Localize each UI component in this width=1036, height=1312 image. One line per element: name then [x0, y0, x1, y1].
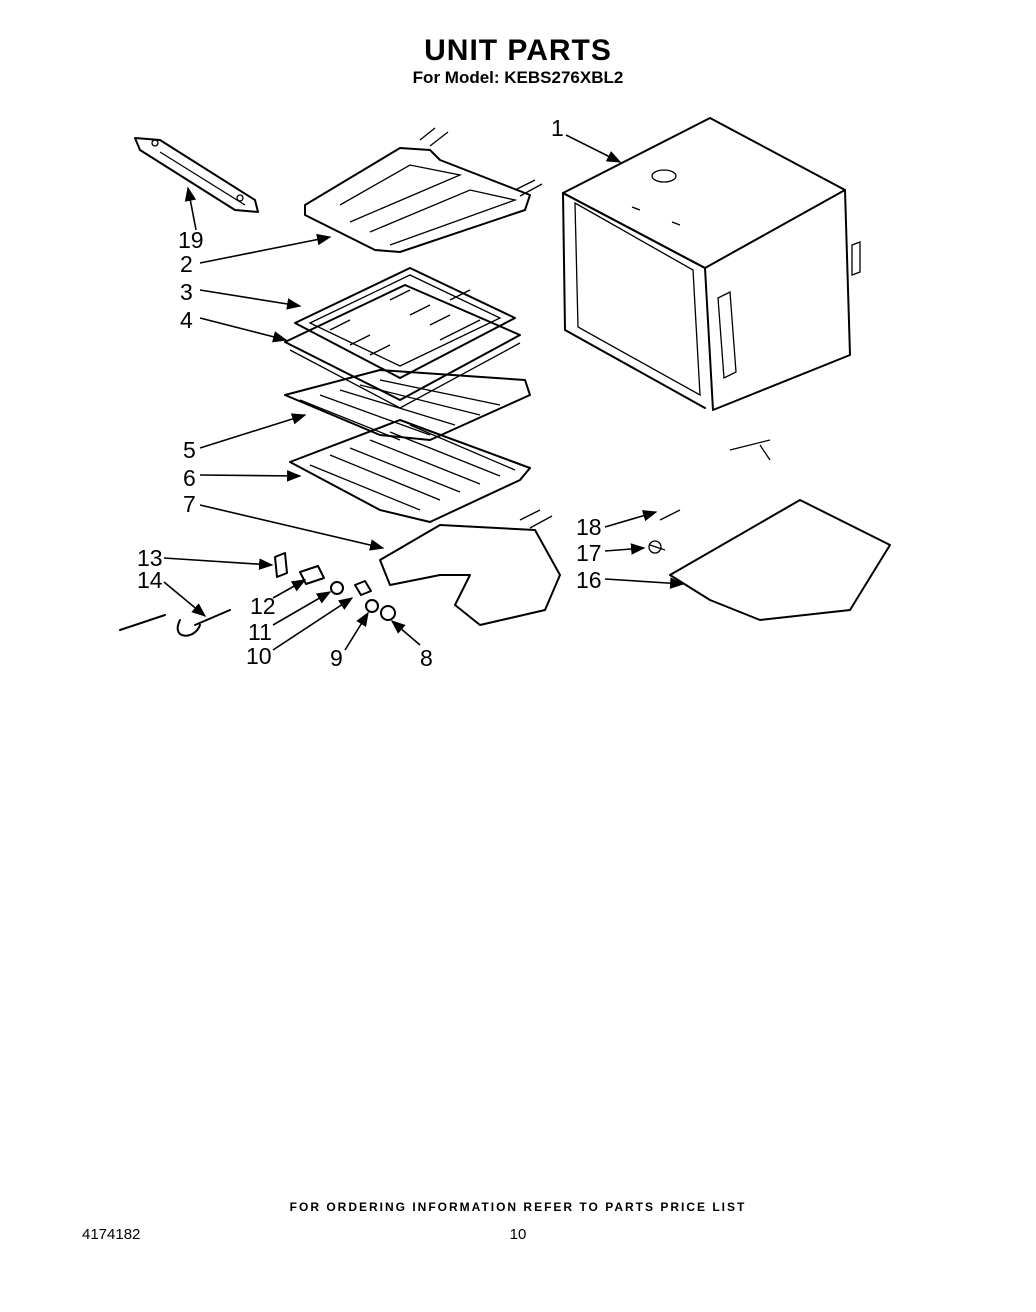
- part-hidden-element: [648, 439, 891, 621]
- callout-10: 10: [246, 643, 272, 669]
- part-hardware: [330, 580, 396, 621]
- callout-1: 1: [551, 115, 564, 141]
- document-number: 4174182: [82, 1226, 141, 1243]
- part-bake-element: [379, 509, 561, 626]
- part-broil-element: [304, 127, 543, 253]
- callout-17: 17: [576, 540, 602, 566]
- part-oven-rack-upper: [284, 369, 531, 441]
- part-small-bracket: [274, 552, 288, 578]
- callout-2: 2: [180, 251, 193, 277]
- callout-9: 9: [330, 645, 343, 671]
- callout-13: 13: [137, 545, 163, 571]
- callout-16: 16: [576, 567, 602, 593]
- callout-12: 12: [250, 593, 276, 619]
- part-bracket: [134, 137, 259, 213]
- part-oven-cavity: [562, 117, 861, 411]
- callout-7: 7: [183, 491, 196, 517]
- callout-4: 4: [180, 307, 193, 333]
- leader-lines: [163, 134, 685, 651]
- callout-18: 18: [576, 514, 602, 540]
- callout-8: 8: [420, 645, 433, 671]
- part-temperature-sensor: [119, 609, 231, 637]
- callout-5: 5: [183, 437, 196, 463]
- callout-19: 19: [178, 227, 204, 253]
- page-number: 10: [509, 1226, 527, 1243]
- callout-11: 11: [248, 619, 272, 645]
- callout-6: 6: [183, 465, 196, 491]
- ordering-note: FOR ORDERING INFORMATION REFER TO PARTS …: [289, 1200, 747, 1214]
- model-subtitle: For Model: KEBS276XBL2: [412, 68, 624, 87]
- callout-3: 3: [180, 279, 193, 305]
- callout-14: 14: [137, 567, 163, 593]
- page-title: UNIT PARTS: [424, 34, 612, 67]
- part-oven-rack-lower: [289, 419, 531, 523]
- part-broiler-grid: [294, 267, 516, 379]
